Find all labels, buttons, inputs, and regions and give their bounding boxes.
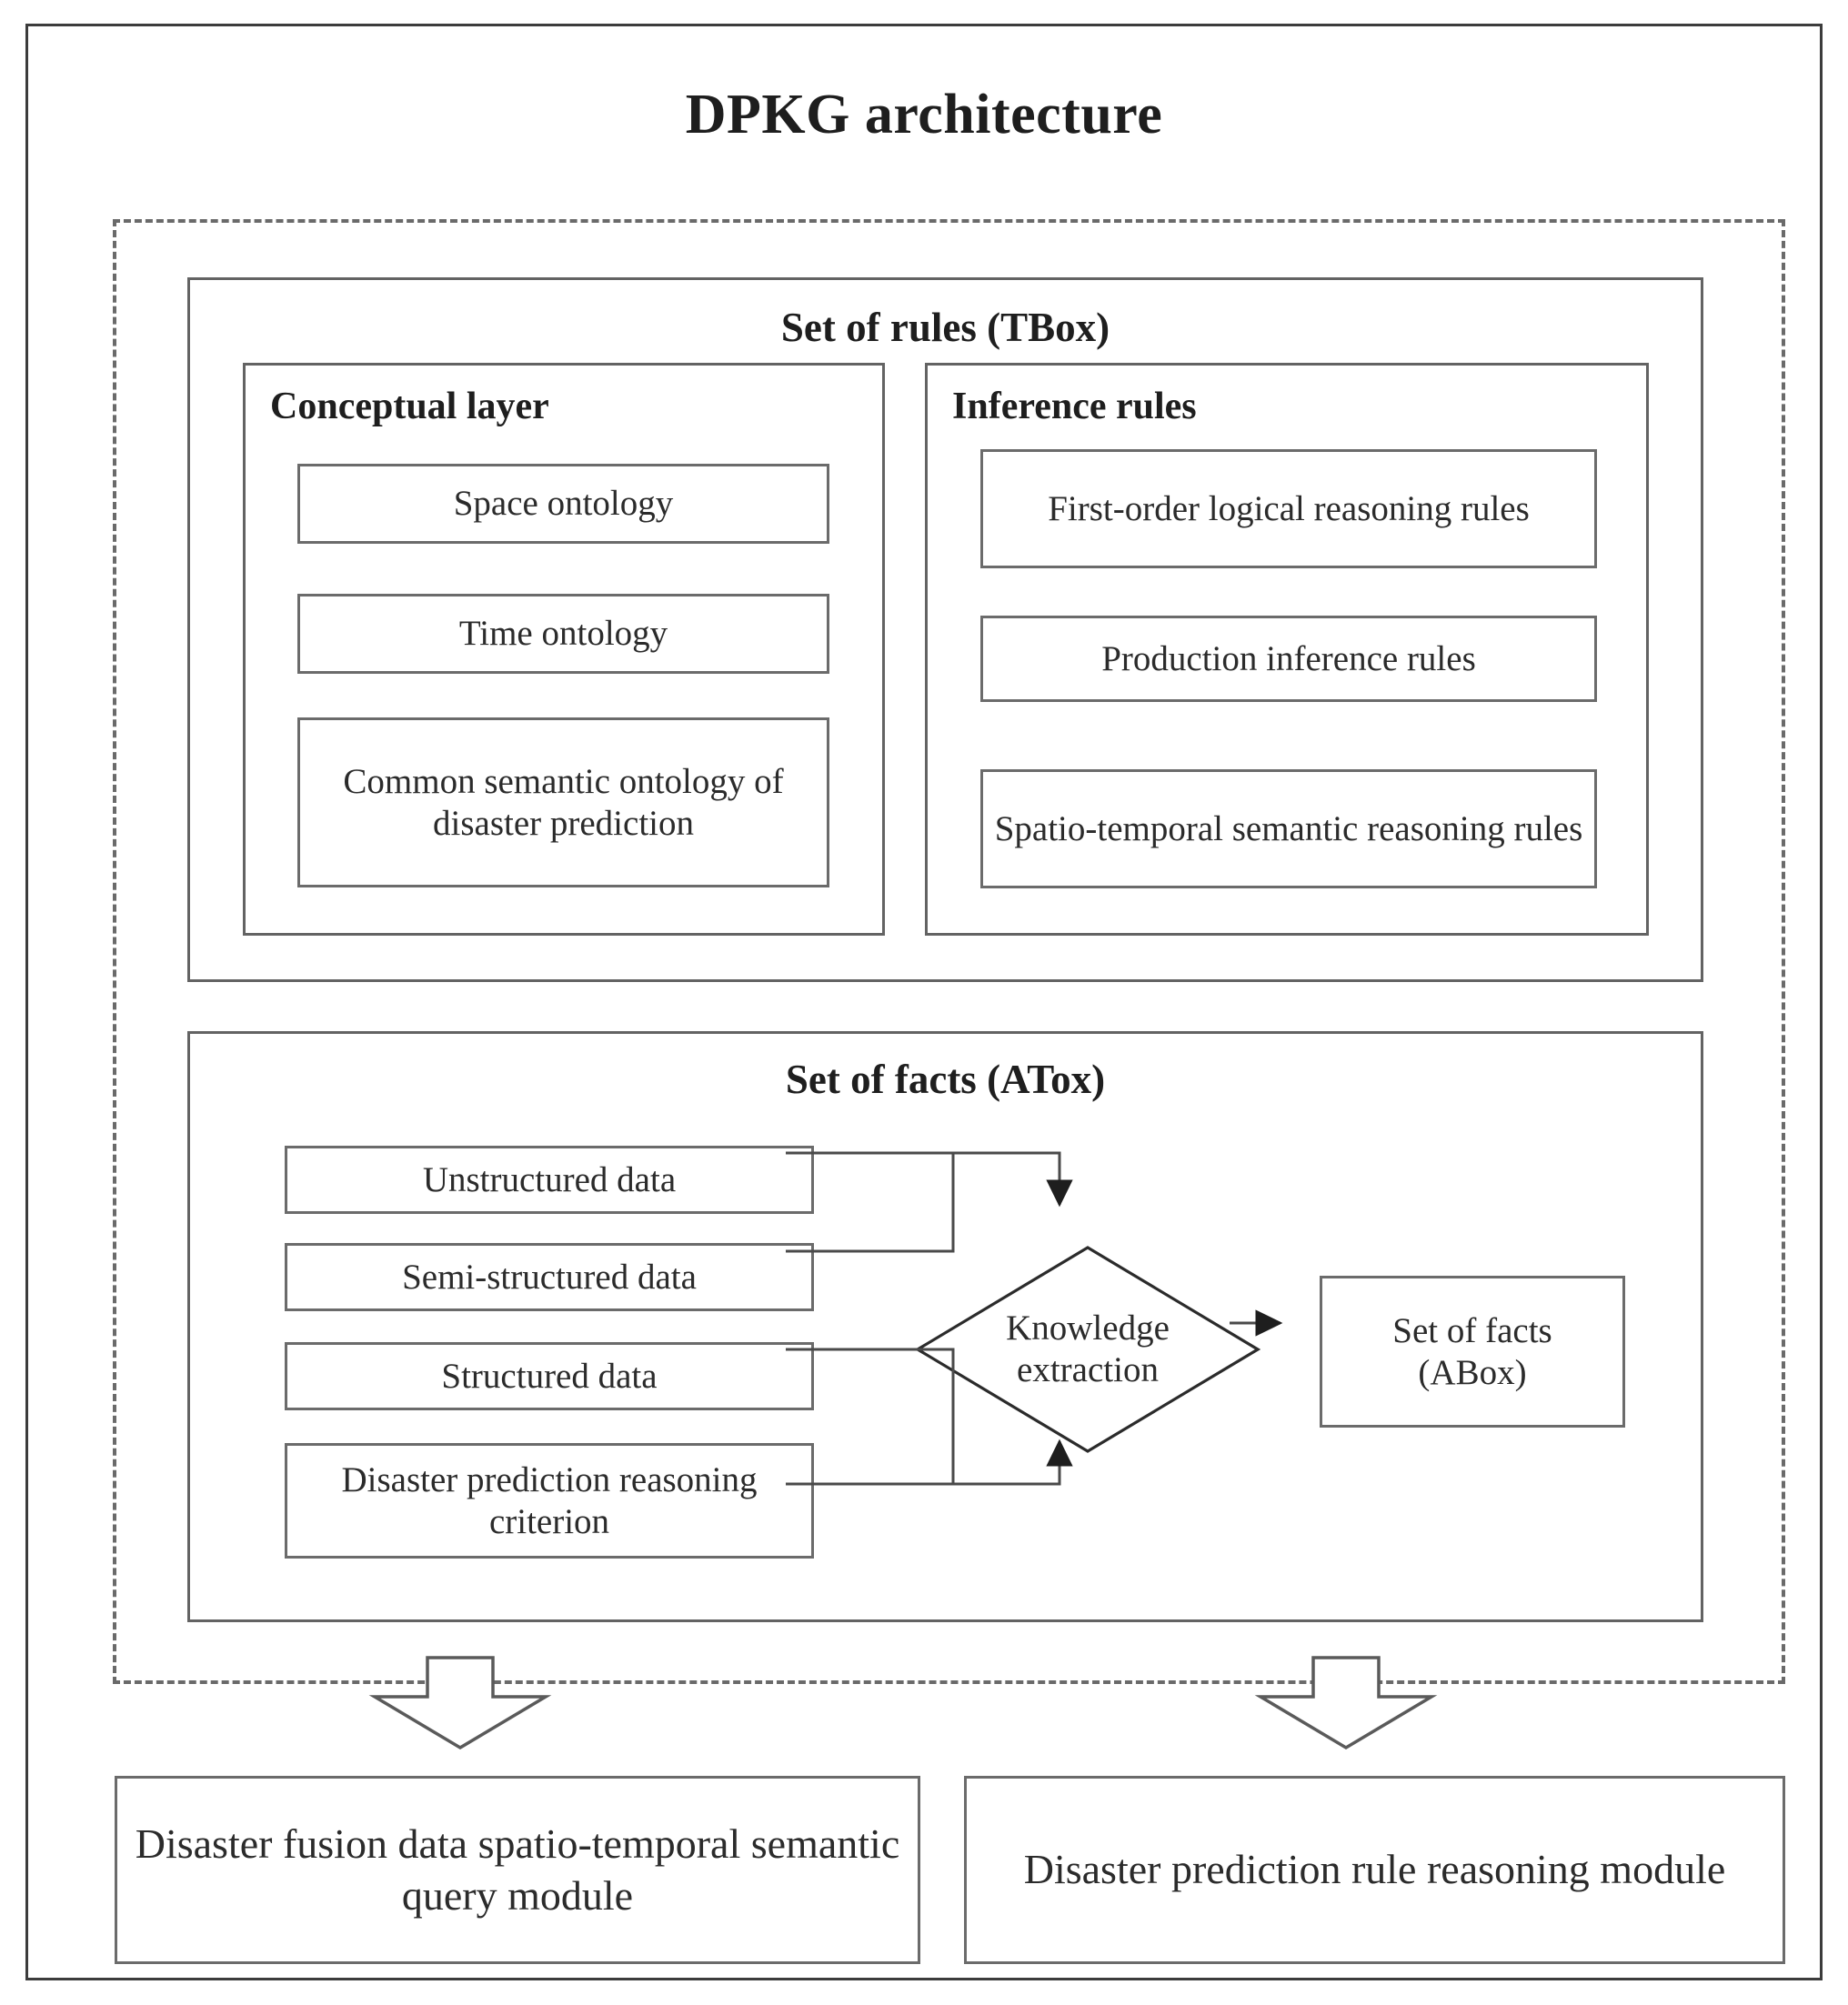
tbox-panel-title: Set of rules (TBox) — [780, 305, 1110, 350]
structured-data-box: Structured data — [285, 1342, 814, 1410]
page-title: DPKG architecture — [685, 84, 1163, 145]
unstructured-data-box: Unstructured data — [285, 1146, 814, 1214]
first-order-logical-reasoning-rules-box: First-order logical reasoning rules — [980, 449, 1597, 568]
semi-structured-data-box: Semi-structured data — [285, 1243, 814, 1311]
diamond-shape-icon — [915, 1246, 1260, 1453]
disaster-prediction-reasoning-criterion-box: Disaster prediction reasoning criterion — [285, 1443, 814, 1559]
production-inference-rules-box: Production inference rules — [980, 616, 1597, 702]
dpkg-dashed-boundary — [113, 219, 1785, 1684]
set-of-facts-abox-box: Set of facts (ABox) — [1320, 1276, 1625, 1428]
inference-rules-title: Inference rules — [952, 386, 1197, 427]
spatio-temporal-semantic-reasoning-rules-box: Spatio-temporal semantic reasoning rules — [980, 769, 1597, 888]
knowledge-extraction-diamond: Knowledge extraction — [915, 1245, 1260, 1454]
set-of-facts-abox-line1: Set of facts — [1392, 1311, 1552, 1351]
abox-panel-title: Set of facts (ATox) — [785, 1057, 1106, 1102]
set-of-facts-abox-line2: (ABox) — [1418, 1352, 1527, 1392]
disaster-prediction-reasoning-module-box: Disaster prediction rule reasoning modul… — [964, 1776, 1785, 1964]
disaster-fusion-query-module-box: Disaster fusion data spatio-temporal sem… — [115, 1776, 920, 1964]
space-ontology-box: Space ontology — [297, 464, 829, 544]
time-ontology-box: Time ontology — [297, 594, 829, 674]
common-semantic-ontology-box: Common semantic ontology of disaster pre… — [297, 717, 829, 887]
conceptual-layer-title: Conceptual layer — [270, 386, 549, 427]
diagram-outer-frame: DPKG architecture Set of rules (TBox) Co… — [25, 24, 1823, 1980]
